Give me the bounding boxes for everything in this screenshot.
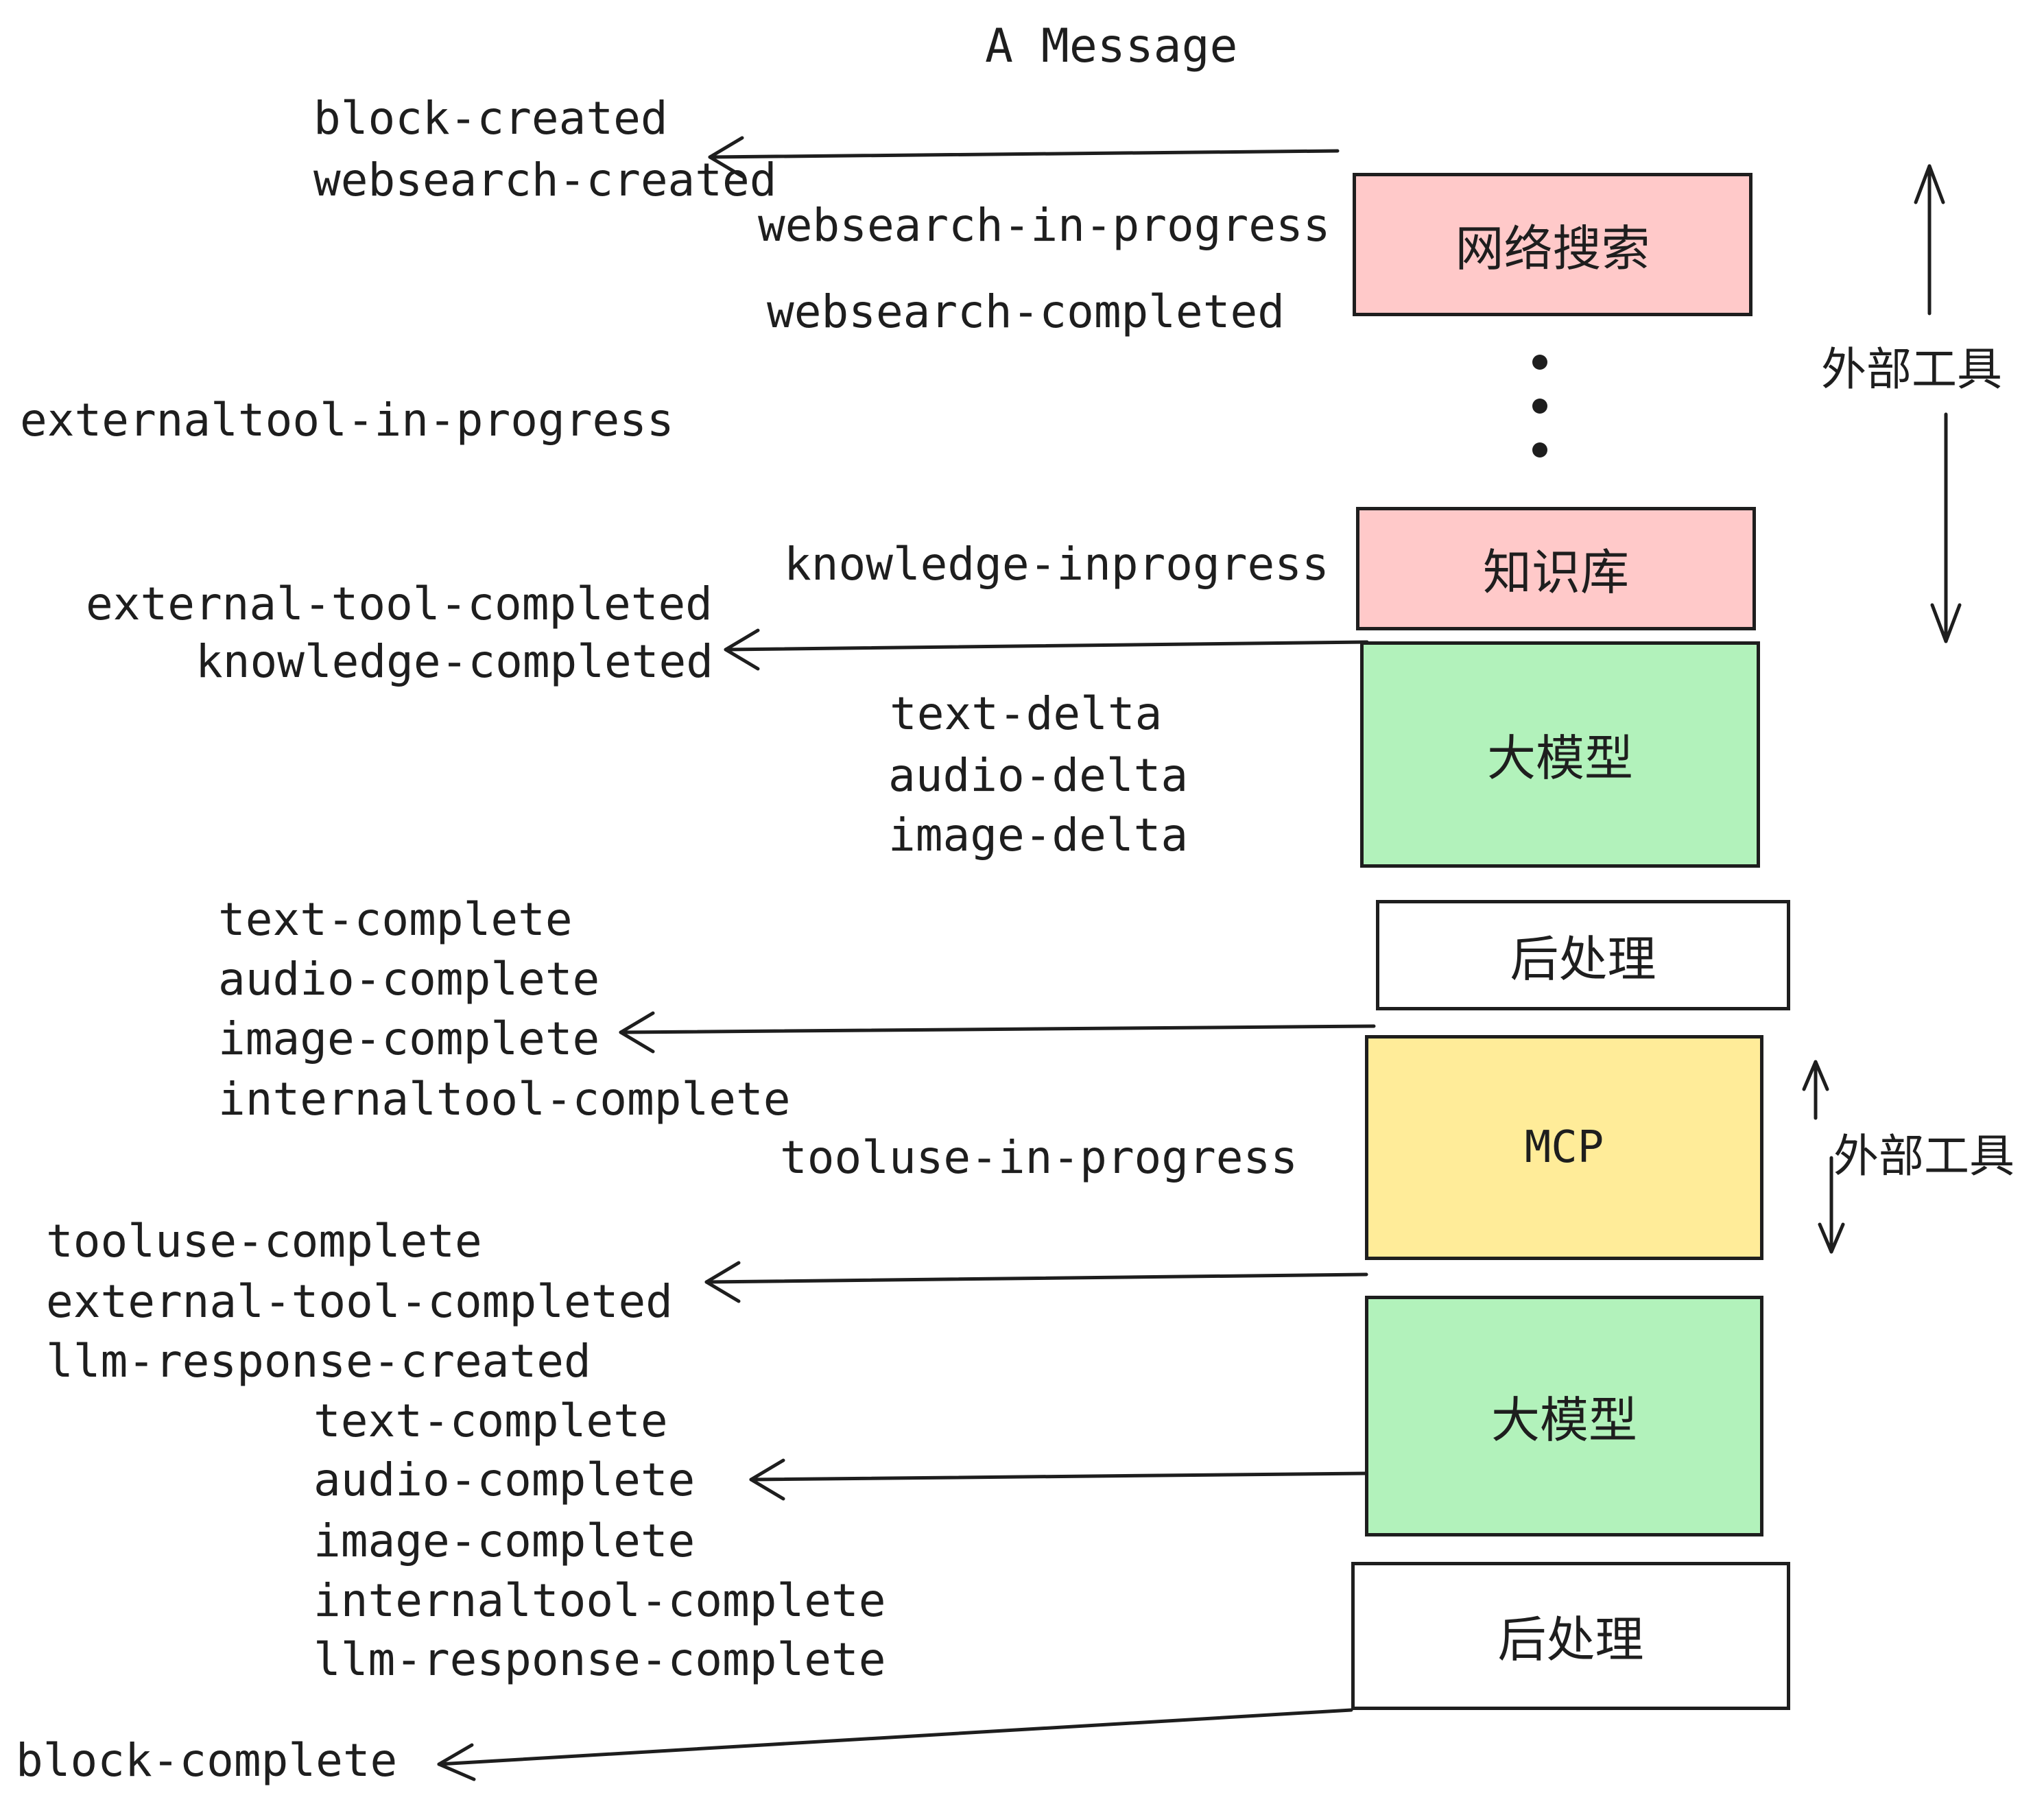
arrow-to-image-complete (619, 1011, 1376, 1054)
event-internaltool-complete: internaltool-complete (218, 1073, 791, 1126)
event-image-complete: image-complete (218, 1012, 600, 1065)
event-llm-response-created: llm-response-created (46, 1335, 591, 1388)
event-llm-response-complete: llm-response-complete (313, 1633, 886, 1686)
event-websearch-in-progress: websearch-in-progress (758, 199, 1331, 252)
box-knowledge-base: 知识库 (1356, 507, 1756, 630)
box-websearch: 网络搜索 (1353, 173, 1752, 316)
vertical-ellipsis-dot (1532, 399, 1547, 414)
event-tooluse-in-progress: tooluse-in-progress (780, 1131, 1298, 1184)
arrow-to-block-complete (437, 1708, 1353, 1781)
box-mcp: MCP (1365, 1035, 1763, 1260)
external-tools-up-arrow-mcp (1802, 1060, 1829, 1120)
event-external-tool-completed-2: external-tool-completed (46, 1275, 673, 1328)
event-image-complete-2: image-complete (313, 1515, 696, 1567)
box-llm-1: 大模型 (1360, 641, 1760, 868)
event-tooluse-complete: tooluse-complete (46, 1215, 482, 1268)
arrow-to-external-tool-completed (704, 1261, 1368, 1303)
box-websearch-label: 网络搜索 (1455, 219, 1650, 277)
event-block-created: block-created (313, 92, 668, 145)
external-tools-label-mcp: 外部工具 (1833, 1130, 2015, 1183)
diagram-title: A Message (985, 19, 1238, 73)
event-image-delta: image-delta (888, 809, 1189, 862)
box-postprocess-2: 后处理 (1351, 1562, 1790, 1710)
event-knowledge-completed: knowledge-completed (195, 635, 713, 688)
event-externaltool-in-progress: externaltool-in-progress (20, 394, 674, 447)
arrow-to-websearch-created (708, 136, 1340, 178)
event-external-tool-completed: external-tool-completed (86, 578, 713, 630)
box-llm-2-label: 大模型 (1490, 1391, 1637, 1449)
external-tools-down-arrow-top (1930, 412, 1962, 643)
vertical-ellipsis-dot (1532, 442, 1547, 458)
arrow-to-knowledge-completed (724, 628, 1369, 671)
event-audio-complete: audio-complete (218, 953, 600, 1006)
event-text-complete: text-complete (218, 893, 573, 946)
event-audio-delta: audio-delta (888, 749, 1189, 802)
event-block-complete: block-complete (16, 1734, 398, 1787)
external-tools-label-top: 外部工具 (1821, 343, 2002, 396)
arrow-to-audio-complete (749, 1458, 1368, 1501)
box-postprocess-1: 后处理 (1376, 900, 1790, 1010)
event-text-complete-2: text-complete (313, 1394, 668, 1447)
event-audio-complete-2: audio-complete (313, 1453, 696, 1506)
event-websearch-created: websearch-created (313, 154, 777, 206)
event-text-delta: text-delta (890, 687, 1163, 740)
event-knowledge-inprogress: knowledge-inprogress (784, 538, 1329, 591)
event-internaltool-complete-2: internaltool-complete (313, 1574, 886, 1627)
box-mcp-label: MCP (1524, 1122, 1604, 1173)
vertical-ellipsis-dot (1532, 355, 1547, 370)
box-llm-2: 大模型 (1365, 1296, 1763, 1536)
external-tools-up-arrow-top (1914, 164, 1945, 316)
box-knowledge-label: 知识库 (1482, 544, 1629, 601)
box-postprocess-2-label: 后处理 (1497, 1611, 1644, 1668)
event-websearch-completed: websearch-completed (767, 285, 1285, 338)
box-llm-1-label: 大模型 (1486, 730, 1633, 787)
box-postprocess-1-label: 后处理 (1510, 930, 1656, 988)
